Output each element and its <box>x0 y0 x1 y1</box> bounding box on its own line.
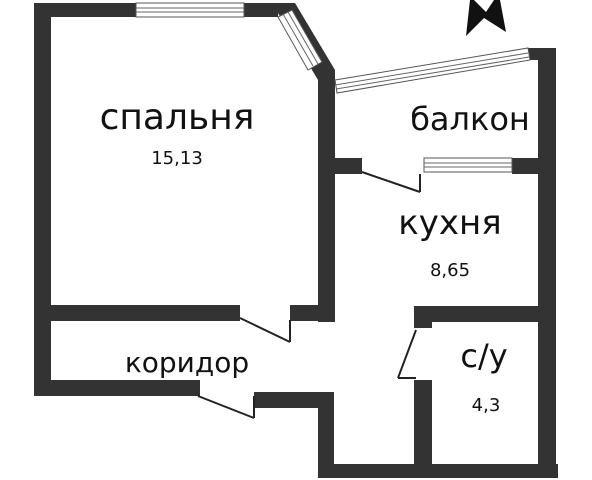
doors <box>197 171 421 419</box>
door-kitchen <box>361 171 421 193</box>
room-area-bathroom: 4,3 <box>472 395 501 416</box>
wall-balcony-corner <box>528 48 556 60</box>
wall-kitchen-top-left <box>334 158 362 174</box>
wall-bathroom-top-right <box>414 306 556 322</box>
window-balcony <box>334 47 531 94</box>
wall-corridor-bottom-left <box>34 380 200 396</box>
room-name-bedroom: спальня <box>100 97 255 138</box>
wall-bottom-outer <box>318 464 558 478</box>
window-bedroom-corner <box>277 9 323 71</box>
room-area-bedroom: 15,13 <box>151 148 203 169</box>
north-arrow-icon <box>466 0 506 36</box>
room-area-kitchen: 8,65 <box>430 260 470 281</box>
room-name-balcony: балкон <box>410 100 530 138</box>
wall-bedroom-bottom-right <box>290 305 335 321</box>
wall-bedroom-bottom-left <box>34 305 240 321</box>
wall-bathroom-left <box>414 380 432 478</box>
door-bedroom <box>239 317 291 343</box>
wall-bedroom-right <box>318 80 335 322</box>
window-kitchen <box>423 157 513 173</box>
window-bedroom-top <box>135 2 245 18</box>
wall-right-outer <box>538 48 556 478</box>
room-labels: спальня 15,13 балкон кухня 8,65 коридор … <box>100 97 530 416</box>
room-name-corridor: коридор <box>125 346 249 379</box>
walls <box>34 3 558 478</box>
room-name-kitchen: кухня <box>398 203 501 243</box>
door-bathroom <box>397 329 417 379</box>
windows <box>135 2 531 173</box>
room-name-bathroom: с/у <box>460 337 507 375</box>
door-entrance <box>197 395 255 419</box>
wall-hall-left <box>318 392 334 478</box>
wall-left-outer <box>34 3 51 396</box>
wall-kitchen-top-right <box>512 158 556 174</box>
wall-corridor-bottom-right <box>254 392 334 408</box>
